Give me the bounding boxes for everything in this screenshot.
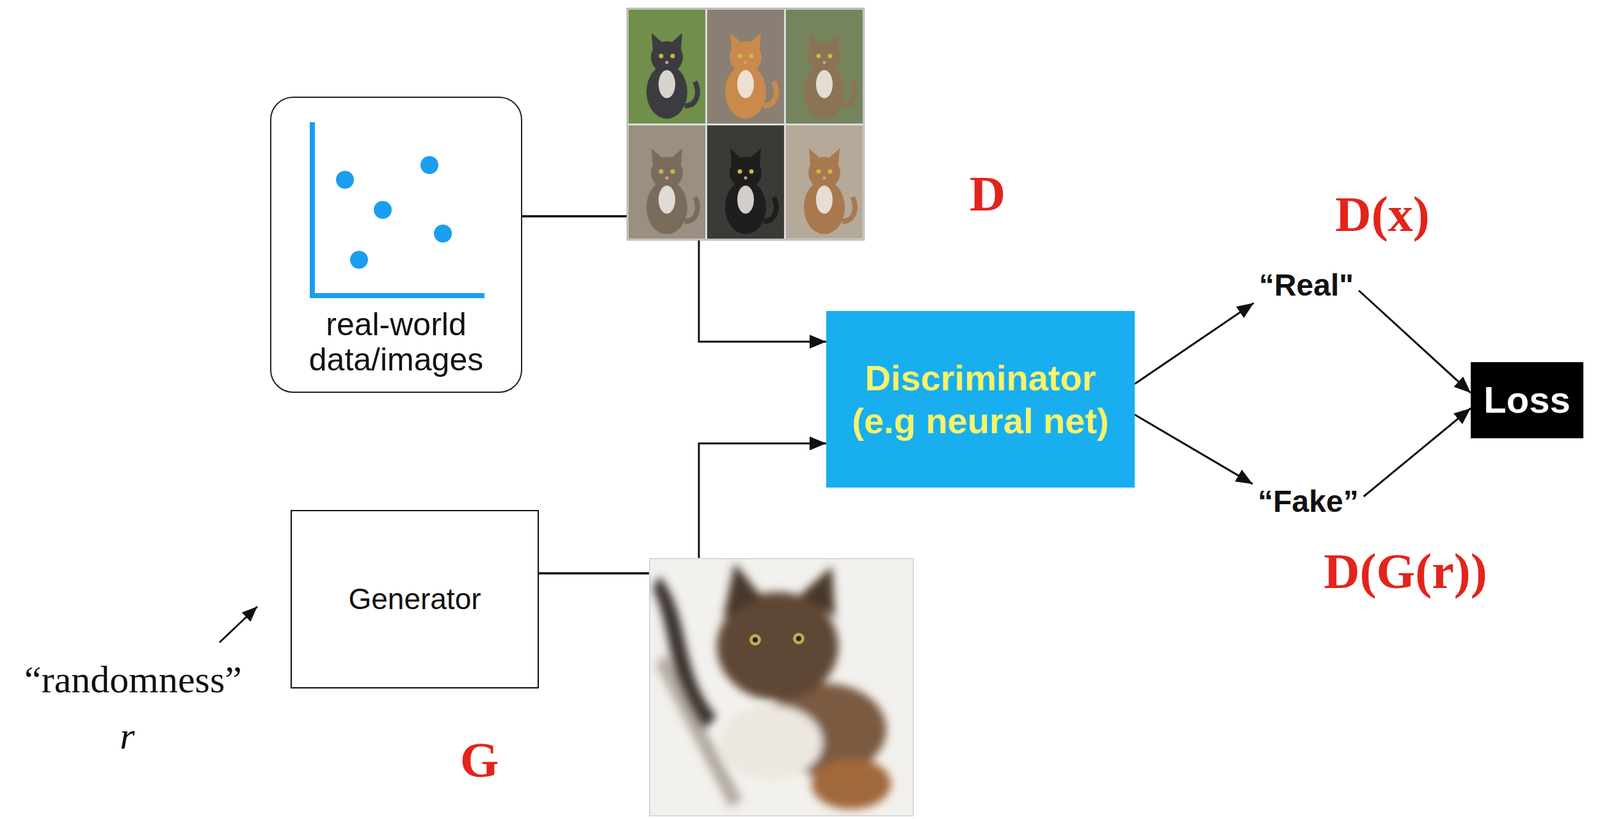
cat-pupil <box>752 637 758 643</box>
cat-patch <box>811 758 891 810</box>
flow-arrow <box>1134 303 1254 384</box>
source-label: real-world data/images <box>300 307 493 378</box>
generator-box: Generator <box>290 510 539 689</box>
loss-label: Loss <box>1483 378 1570 422</box>
data-source-box: real-world data/images <box>270 96 523 393</box>
flow-arrow <box>1134 414 1253 484</box>
photo-tile <box>707 9 784 124</box>
outcome-node: “Real" <box>1253 262 1359 308</box>
data-point <box>350 250 368 269</box>
data-point <box>373 200 392 219</box>
input-label: “randomness” <box>24 657 242 703</box>
feed-line <box>522 215 629 218</box>
cat-eye <box>792 632 805 645</box>
cat-photo <box>725 148 777 235</box>
outcome-label: “Real" <box>1258 267 1354 303</box>
scatter-plot <box>312 122 485 296</box>
flow-arrow <box>1358 290 1471 393</box>
flow-arrow <box>538 443 827 574</box>
photo-tile <box>628 125 706 239</box>
flow-arrow <box>1363 408 1471 497</box>
symbol-label: D <box>969 165 1006 223</box>
process-label: Generator <box>348 582 481 617</box>
cat-photo <box>803 148 856 235</box>
photo-tile <box>785 125 863 239</box>
generated-cat-image <box>649 558 914 816</box>
cat-photo <box>646 148 698 235</box>
image-frame <box>649 558 914 816</box>
blurry-cat <box>652 563 891 810</box>
outcome-node: “Fake” <box>1252 478 1364 525</box>
process-label: Discriminator (e.g neural net) <box>839 356 1122 443</box>
discriminator-box: Discriminator (e.g neural net) <box>826 311 1135 488</box>
data-point <box>420 156 439 175</box>
formula-label: D(x) <box>1335 185 1430 244</box>
photo-tile <box>628 9 706 124</box>
variable-label: r <box>119 714 135 759</box>
cat-chest <box>720 705 823 780</box>
cat-pupil <box>796 636 802 642</box>
cat-photo <box>803 33 856 120</box>
photo-tile <box>785 9 863 124</box>
cat-eye <box>749 634 761 646</box>
cat-photo <box>725 33 777 120</box>
cat-ear <box>800 566 836 618</box>
data-point <box>433 224 452 243</box>
photo-tile <box>707 125 784 239</box>
symbol-label: G <box>460 731 500 790</box>
feed-line <box>538 572 651 575</box>
cat-photo <box>646 33 698 120</box>
input-arrow <box>219 606 258 643</box>
loss-box: Loss <box>1470 362 1584 439</box>
outcome-label: “Fake” <box>1257 483 1359 520</box>
formula-label: D(G(r)) <box>1323 542 1488 601</box>
photo-grid-frame <box>627 8 864 240</box>
plot-axes <box>312 122 485 296</box>
data-point <box>336 170 354 189</box>
real-cat-photos <box>627 8 864 240</box>
cat-ear <box>723 563 763 618</box>
